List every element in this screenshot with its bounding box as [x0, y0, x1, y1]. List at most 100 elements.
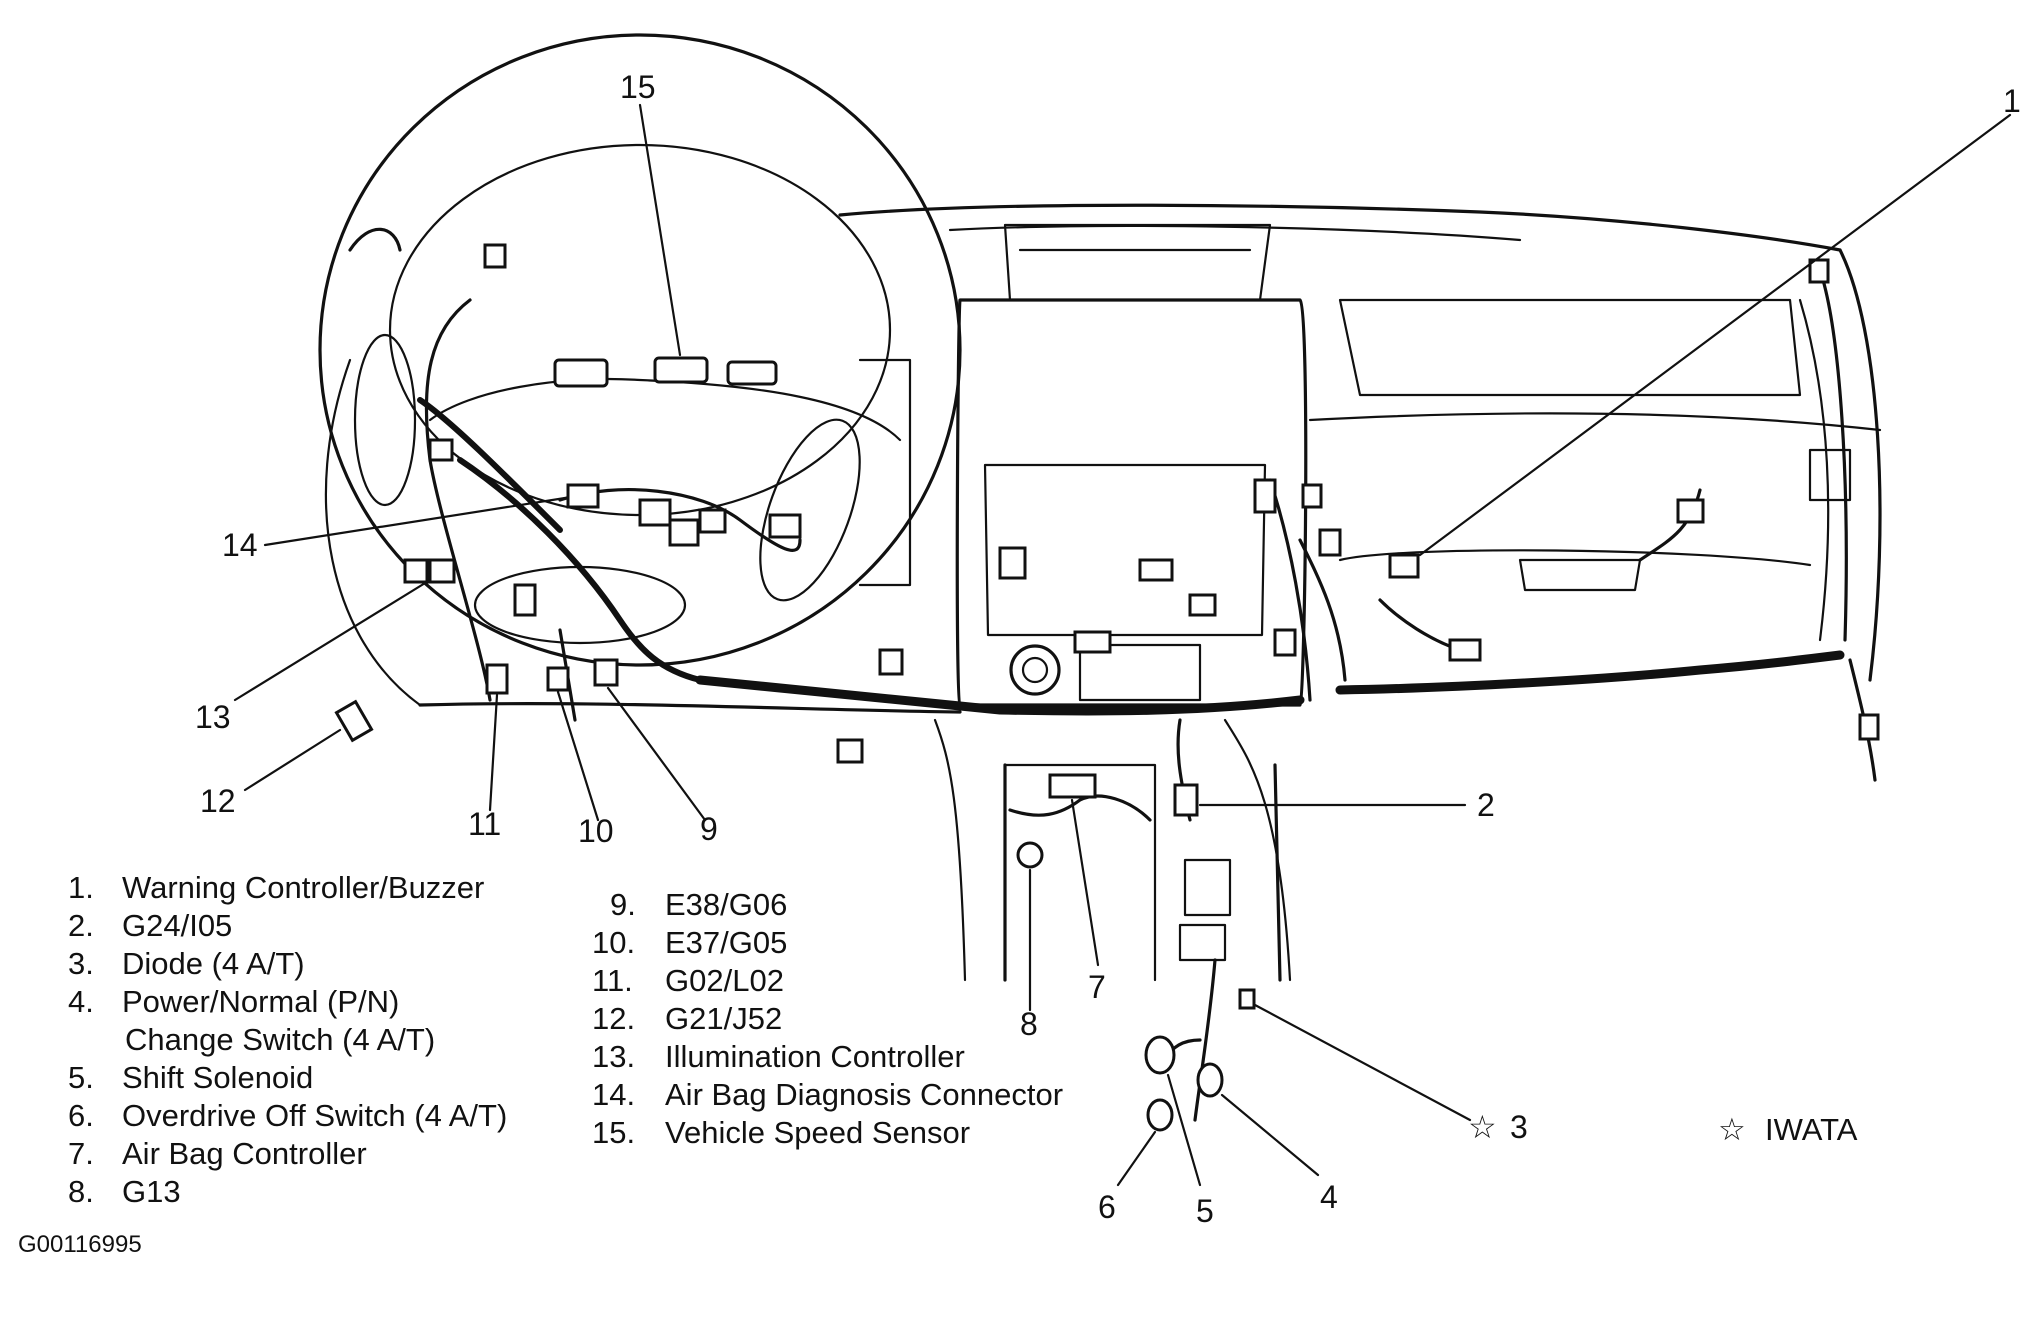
legend-6-text: Overdrive Off Switch (4 A/T): [122, 1098, 507, 1133]
leader-12: [243, 728, 342, 792]
legend-5-num: 5.: [68, 1060, 94, 1095]
console-flare-right: [1223, 718, 1292, 982]
console-flare-left: [933, 718, 967, 982]
center-knob: [1009, 644, 1061, 696]
callout-6: 6: [1098, 1189, 1116, 1225]
callout-14: 14: [222, 527, 258, 563]
legend-5-text: Shift Solenoid: [122, 1060, 313, 1095]
steering-wheel-inner: [388, 143, 892, 517]
connector-8: [1016, 841, 1044, 869]
legend-9-num: 9.: [610, 887, 636, 922]
passenger-panel-line: [1308, 412, 1882, 432]
legend-2-text: G24/I05: [122, 908, 232, 943]
connector-right-3: [1273, 628, 1297, 657]
connector-cluster-1: [638, 498, 672, 527]
leader-10: [556, 690, 600, 822]
connector-7: [1048, 773, 1097, 799]
callout-9: 9: [700, 811, 718, 847]
steering-spoke-left: [353, 333, 417, 507]
connector-10: [546, 666, 570, 692]
center-knob-inner: [1021, 656, 1049, 684]
leader-11: [488, 693, 499, 812]
steering-wheel-outer: [318, 33, 962, 667]
passenger-riser: [1818, 268, 1848, 642]
connector-stack-4: [1188, 593, 1217, 617]
callout-11: 11: [468, 806, 501, 842]
callout-15: 15: [620, 69, 656, 105]
center-console-right: [1273, 763, 1282, 982]
connector-14: [566, 483, 600, 509]
center-top-slot: [1003, 223, 1272, 302]
connector-9: [593, 658, 619, 687]
legend-6-num: 6.: [68, 1098, 94, 1133]
center-stack-outline: [955, 298, 1308, 707]
dash-lower-driver: [418, 702, 962, 714]
star-note-text: IWATA: [1765, 1112, 1858, 1147]
main-harness-center: [695, 675, 1305, 716]
leader-14: [263, 496, 567, 547]
legend-13-num: 13.: [592, 1039, 635, 1074]
dash-right-edge: [1838, 248, 1882, 682]
legend-2-num: 2.: [68, 908, 94, 943]
right-stack-harness: [1268, 478, 1312, 702]
connector-4: [1196, 1062, 1224, 1098]
passenger-upper-panel: [1338, 298, 1802, 397]
connector-left-3: [513, 583, 537, 617]
legend-8-text: G13: [122, 1174, 181, 1209]
leader-1: [1418, 113, 2012, 557]
console-lower-harness: [1193, 958, 1217, 1122]
connector-3: [1238, 988, 1256, 1010]
connector-left-1: [428, 438, 454, 462]
legend-12-text: G21/J52: [665, 1001, 782, 1036]
legend-3-text: Diode (4 A/T): [122, 946, 305, 981]
leader-13: [233, 578, 432, 702]
driver-harness: [457, 457, 703, 683]
legend-4-text-line1: Power/Normal (P/N): [122, 984, 399, 1019]
wiring-harness: [417, 268, 1877, 1122]
console-box-1: [1183, 858, 1232, 917]
console-box-2: [1178, 923, 1227, 962]
right-harness-wires: [1298, 538, 1347, 682]
connector-1: [1388, 553, 1420, 579]
connector-15c: [726, 360, 778, 386]
leader-lines: [233, 103, 2012, 1187]
connector-stack-3: [1073, 630, 1112, 654]
connector-stack-1: [998, 546, 1027, 580]
connector-5: [1144, 1035, 1176, 1075]
connector-15a: [553, 358, 609, 388]
callout-13: 13: [195, 699, 231, 735]
leader-3: [1253, 1003, 1472, 1122]
connector-passenger-3: [1808, 258, 1830, 284]
connector-6: [1146, 1098, 1174, 1132]
cluster-harness: [558, 487, 802, 552]
connector-13: [428, 558, 456, 584]
connector-11: [485, 663, 509, 695]
callout-7: 7: [1088, 969, 1106, 1005]
dash-left-edge: [324, 358, 422, 707]
leader-15: [638, 103, 682, 357]
right-vent: [1808, 448, 1852, 502]
steering-spoke-right: [759, 418, 861, 602]
connector-passenger-4: [1858, 713, 1880, 741]
connector-harness-1: [878, 648, 904, 676]
leader-5: [1166, 1073, 1202, 1187]
legend-13-text: Illumination Controller: [665, 1039, 965, 1074]
center-display: [983, 463, 1267, 637]
callout-4: 4: [1320, 1179, 1338, 1215]
connector-stack-2: [1138, 558, 1174, 582]
legend-1-text: Warning Controller/Buzzer: [122, 870, 484, 905]
left-end-panel: [348, 227, 402, 252]
glove-box: [1338, 549, 1812, 567]
document-id: G00116995: [18, 1231, 142, 1258]
legend-15-num: 15.: [592, 1115, 635, 1150]
dashboard-illustration: [318, 33, 1882, 982]
leader-4: [1220, 1093, 1320, 1177]
callout-3: 3: [1510, 1109, 1528, 1145]
connector-15b: [653, 356, 709, 384]
star-note: ☆ IWATA: [1718, 1112, 1858, 1147]
callout-10: 10: [578, 813, 614, 849]
dash-right-inner: [1798, 298, 1830, 642]
legend-7-num: 7.: [68, 1136, 94, 1171]
connector-spoke: [768, 513, 802, 539]
